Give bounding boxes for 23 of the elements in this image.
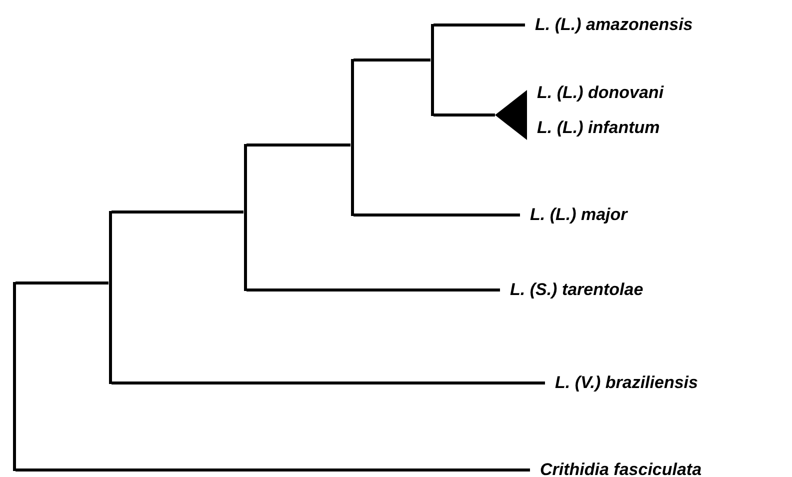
tree-branch	[16, 282, 108, 284]
taxon-label: L. (L.) major	[520, 204, 628, 226]
tree-branch	[112, 382, 545, 384]
tree-branch	[354, 214, 520, 216]
tree-branch	[16, 468, 530, 472]
taxon-label: L. (V.) braziliensis	[545, 372, 698, 394]
taxon-label: L. (S.) tarentolae	[500, 279, 644, 301]
tree-branch	[434, 114, 495, 116]
tree-branch	[246, 144, 350, 146]
tree-node-line	[12, 282, 16, 471]
taxon-label: Crithidia fasciculata	[530, 459, 702, 477]
tree-node-line	[350, 59, 354, 216]
collapsed-clade-triangle	[495, 90, 527, 140]
tree-branch	[434, 24, 525, 26]
tree-branch	[246, 288, 500, 292]
taxon-label: L. (L.) amazonensis	[525, 14, 693, 36]
tree-branch	[354, 58, 430, 62]
tree-node-line	[108, 211, 112, 384]
tree-node-line	[430, 24, 434, 116]
taxon-label: L. (L.) donovani	[537, 82, 664, 104]
tree-node-line	[244, 144, 246, 291]
tree-branch	[112, 210, 244, 214]
taxon-label: L. (L.) infantum	[537, 117, 660, 139]
